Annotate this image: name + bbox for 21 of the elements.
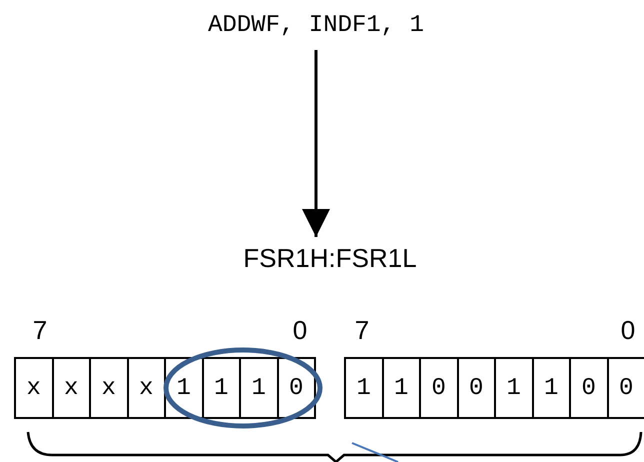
bit-cell: 1 — [239, 357, 278, 419]
bit-cell: x — [14, 357, 54, 419]
bit-cell: 1 — [344, 357, 384, 419]
bit-cell: 1 — [202, 357, 241, 419]
bit-cell: x — [89, 357, 128, 419]
bit-cell: 1 — [494, 357, 534, 419]
bit-cell: x — [126, 357, 166, 419]
bit-cell: 0 — [606, 357, 644, 419]
bit-number: 0 — [292, 317, 308, 343]
arrow — [302, 50, 330, 237]
bit-cell: x — [52, 357, 91, 419]
bit-cell: 0 — [569, 357, 608, 419]
bit-number: 7 — [32, 317, 48, 343]
bit-number: 7 — [354, 317, 370, 343]
bit-cell: 0 — [419, 357, 458, 419]
instruction-text: ADDWF, INDF1, 1 — [208, 14, 424, 38]
bit-cell: 0 — [456, 357, 496, 419]
bit-number: 0 — [620, 317, 636, 343]
bit-cell: 1 — [532, 357, 571, 419]
register-pair-label: FSR1H:FSR1L — [243, 245, 417, 271]
bit-cell: 1 — [382, 357, 421, 419]
